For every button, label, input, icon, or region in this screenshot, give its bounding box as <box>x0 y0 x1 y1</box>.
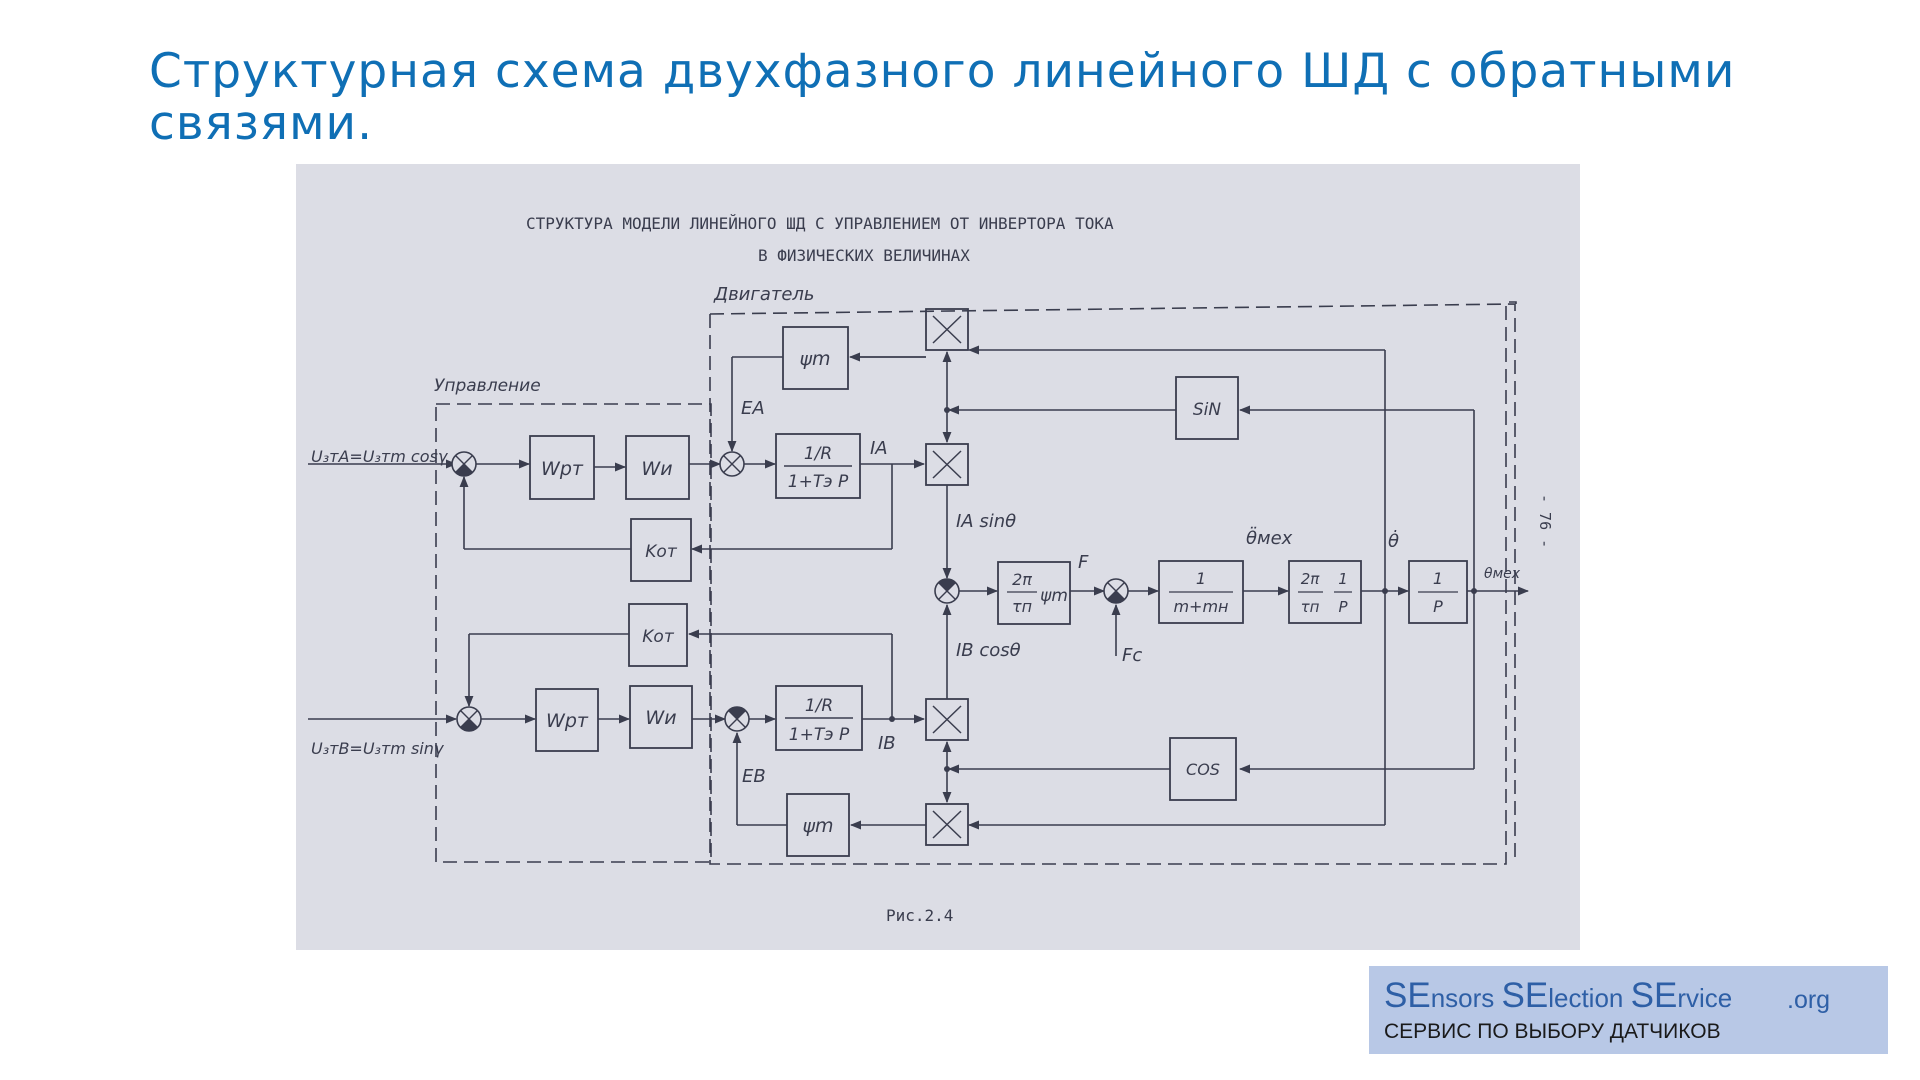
current-feedback-a-block: Kот <box>630 518 692 582</box>
mass-block: 1 m+mн <box>1158 560 1244 624</box>
winding-a-block: 1/R 1+Tэ P <box>775 433 861 499</box>
motor-group-label: Двигатель <box>713 284 815 305</box>
sum-a2 <box>719 451 745 477</box>
multiplier-a-emf <box>925 308 969 351</box>
figure-heading-line2: В ФИЗИЧЕСКИХ ВЕЛИЧИНАХ <box>758 246 970 265</box>
sum-b2 <box>724 706 750 732</box>
sum-a1 <box>451 451 477 477</box>
logo-wordmark: SEnsors SElection SErvice <box>1384 976 1733 1015</box>
svg-text:SiN: SiN <box>1193 400 1222 420</box>
svg-text:ψm: ψm <box>799 348 830 370</box>
page-number: - 76 - <box>1536 494 1554 548</box>
load-force-label: Fc <box>1122 645 1142 666</box>
current-feedback-b-block: Kот <box>628 603 688 667</box>
inverter-a-block: Wи <box>625 435 690 500</box>
force-label: F <box>1078 552 1089 573</box>
svg-text:Wрт: Wрт <box>541 458 584 480</box>
motor-group: Двигатель <box>709 284 1517 865</box>
emf-b-label: EB <box>742 766 766 787</box>
force-constant-block: 2π τп ψm <box>997 561 1071 625</box>
sin-block: SiN <box>1175 376 1239 440</box>
svg-text:m+mн: m+mн <box>1173 597 1228 616</box>
svg-text:1/R: 1/R <box>805 696 833 716</box>
svg-text:2π: 2π <box>1012 570 1032 589</box>
input-b-label: U₃ᴛB=U₃ᴛm sinγ <box>311 739 445 758</box>
cos-block: COS <box>1169 737 1237 801</box>
svg-text:2π: 2π <box>1301 570 1321 588</box>
svg-text:1+Tэ P: 1+Tэ P <box>788 472 849 492</box>
figure-caption: Рис.2.4 <box>886 906 953 925</box>
sum-b1 <box>456 706 482 732</box>
control-group-label: Управление <box>434 376 541 396</box>
current-a-label: IA <box>870 438 888 459</box>
speed-label: θ̇ <box>1388 529 1399 552</box>
svg-text:Wи: Wи <box>645 707 676 729</box>
sum-force <box>934 578 960 604</box>
svg-text:1/R: 1/R <box>804 444 832 464</box>
regulator-b-block: Wрт <box>535 688 599 752</box>
flux-a-block: ψm <box>782 326 849 390</box>
svg-text:COS: COS <box>1186 760 1220 779</box>
input-a-label: U₃ᴛA=U₃ᴛm cosγ <box>311 447 449 466</box>
svg-text:Kот: Kот <box>645 542 678 562</box>
regulator-a-block: Wрт <box>529 435 595 500</box>
figure-heading-line1: СТРУКТУРА МОДЕЛИ ЛИНЕЙНОГО ШД С УПРАВЛЕН… <box>526 214 1114 233</box>
svg-text:P: P <box>1338 598 1348 616</box>
svg-text:τп: τп <box>1012 597 1032 616</box>
inverter-b-block: Wи <box>629 685 693 749</box>
svg-text:Wрт: Wрт <box>546 710 589 732</box>
svg-text:1: 1 <box>1338 570 1348 588</box>
winding-b-block: 1/R 1+Tэ P <box>775 685 863 751</box>
scanned-diagram: СТРУКТУРА МОДЕЛИ ЛИНЕЙНОГО ШД С УПРАВЛЕН… <box>296 164 1580 950</box>
logo-subtitle: СЕРВИС ПО ВЫБОРУ ДАТЧИКОВ <box>1384 1020 1721 1043</box>
control-group: Управление <box>434 376 712 863</box>
logo-domain: .org <box>1787 986 1831 1014</box>
svg-text:τп: τп <box>1301 598 1320 616</box>
svg-text:1: 1 <box>1196 569 1206 588</box>
multiplier-b-current <box>925 698 969 741</box>
current-b-label: IB <box>878 733 896 754</box>
integrator-block: 1 P <box>1408 560 1468 624</box>
position-label: θмех <box>1484 566 1521 582</box>
svg-text:1+Tэ P: 1+Tэ P <box>789 725 850 745</box>
svg-text:ψm: ψm <box>802 815 833 837</box>
emf-a-label: EA <box>741 398 765 419</box>
velocity-block: 2π τп 1 P <box>1288 560 1362 624</box>
multiplier-b-emf <box>925 803 969 846</box>
sum-load <box>1103 578 1129 604</box>
svg-text:1: 1 <box>1433 569 1443 588</box>
input-a: U₃ᴛA=U₃ᴛm cosγ <box>308 447 458 469</box>
slide-title: Структурная схема двухфазного линейного … <box>149 44 1736 151</box>
multiplier-a-current <box>925 443 969 486</box>
acceleration-label: θ̈мех <box>1246 527 1293 549</box>
block-diagram: СТРУКТУРА МОДЕЛИ ЛИНЕЙНОГО ШД С УПРАВЛЕН… <box>308 214 1554 925</box>
flux-b-block: ψm <box>786 793 850 857</box>
svg-text:ψm: ψm <box>1040 586 1068 606</box>
input-b: U₃ᴛB=U₃ᴛm sinγ <box>308 714 458 758</box>
svg-text:Kот: Kот <box>642 627 675 647</box>
ib-cos-label: IB cosθ <box>956 640 1021 661</box>
ia-sin-label: IA sinθ <box>956 511 1016 532</box>
svg-text:Wи: Wи <box>641 458 672 480</box>
svg-text:P: P <box>1433 597 1443 616</box>
sensors-selection-service-logo[interactable]: SEnsors SElection SErvice .org СЕРВИС ПО… <box>1369 966 1888 1054</box>
